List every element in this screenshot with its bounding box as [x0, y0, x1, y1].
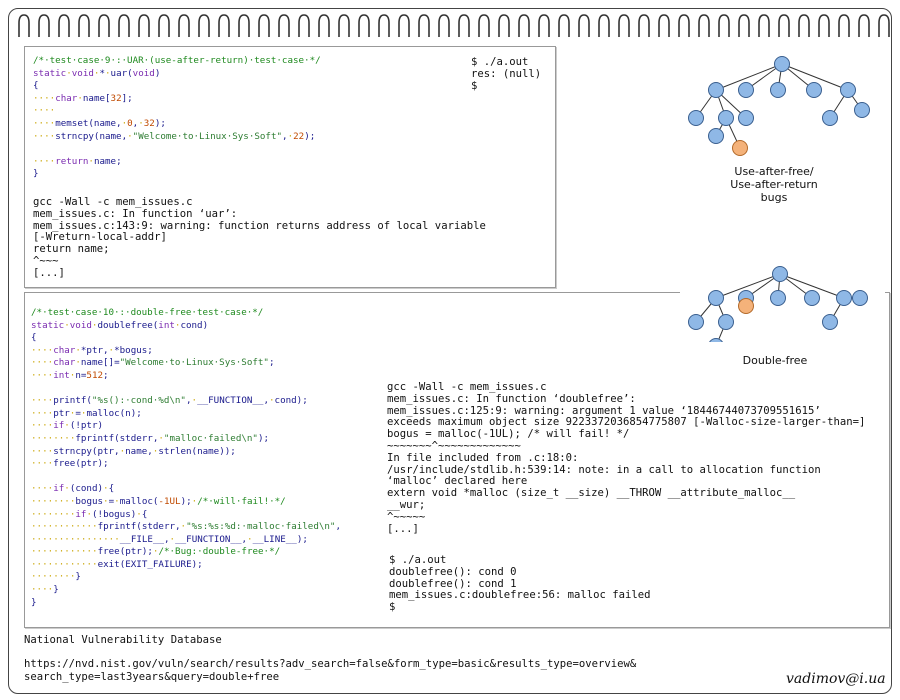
double-free-tree-node [822, 314, 838, 330]
uaf-caption: Use-after-free/ Use-after-return bugs [730, 165, 818, 204]
double-free-code-line: ············exit(EXIT_FAILURE); [31, 558, 203, 570]
double-free-code-line: ············free(ptr);·/*·Bug:·double-fr… [31, 546, 281, 558]
double-free-code-line: ····ptr·=·malloc(n); [31, 407, 142, 419]
double-free-tree-diagram [688, 266, 868, 342]
uar-run-output: $ ./a.out res: (null) $ [471, 56, 542, 92]
double-free-code-line: ········fprintf(stderr,·"malloc·failed\n… [31, 432, 270, 444]
double-free-code-block: /*·test·case·10·:·double-free·test·case·… [31, 307, 341, 609]
double-free-code-line [31, 471, 341, 484]
double-free-tree-node [804, 290, 820, 306]
double-free-tree-edge [779, 273, 845, 299]
nvd-title: National Vulnerability Database [24, 634, 222, 646]
nvd-url[interactable]: https://nvd.nist.gov/vuln/search/results… [24, 658, 637, 683]
double-free-code-line: ····strncpy(ptr,·name,·strlen(name)); [31, 445, 236, 457]
uar-code-line: /*·test·case·9·:·UAR·(use-after-return)·… [33, 55, 321, 66]
spiral-loops [18, 14, 890, 37]
uaf-tree-edge [715, 63, 783, 91]
double-free-tree-node [770, 290, 786, 306]
double-free-tree-node [709, 338, 723, 342]
uar-code-line: { [33, 80, 39, 92]
uaf-tree-node [738, 82, 754, 98]
uar-code-line: ····strncpy(name,·"Welcome·to·Linux·Sys·… [33, 130, 316, 142]
uaf-tree-node [770, 82, 786, 98]
double-free-run-output: $ ./a.out doublefree(): cond 0 doublefre… [389, 554, 651, 614]
double-free-tree-node [708, 290, 724, 306]
double-free-caption: Double-free [742, 354, 808, 367]
spiral-binding [18, 14, 890, 37]
double-free-code-line: } [31, 596, 37, 608]
uaf-highlighted-node [732, 140, 748, 156]
uar-code-line: ····return·name; [33, 155, 122, 167]
uaf-tree-node [718, 110, 734, 126]
double-free-code-line: ····} [31, 584, 59, 596]
double-free-tree-node [772, 266, 788, 282]
double-free-code-line: ····char·name[]="Welcome·to·Linux·Sys·So… [31, 357, 275, 369]
double-free-code-line: /*·test·case·10·:·double-free·test·case·… [31, 307, 264, 318]
double-free-card: /*·test·case·10·:·double-free·test·case·… [24, 292, 890, 628]
double-free-compile-output: gcc -Wall -c mem_issues.c mem_issues.c: … [387, 381, 866, 535]
double-free-code-line: ····printf("%s():·cond·%d\n",·__FUNCTION… [31, 395, 308, 407]
uaf-tree-node [806, 82, 822, 98]
double-free-code-line: ····free(ptr); [31, 458, 109, 470]
author-signature: vadimov@i.ua [786, 671, 886, 687]
double-free-code-line: ····if·(!ptr) [31, 420, 104, 432]
uar-code-line: } [33, 168, 39, 180]
uaf-tree-node [822, 110, 838, 126]
double-free-code-line: ········if·(!bogus)·{ [31, 508, 148, 520]
uaf-tree-edge [781, 63, 849, 91]
uaf-tree-node [854, 102, 870, 118]
double-free-code-line: static·void·doublefree(int·cond) [31, 319, 209, 331]
uar-code-line: ····char·name[32]; [33, 92, 133, 104]
uaf-tree-node [738, 110, 754, 126]
uaf-tree-node [708, 128, 724, 144]
uar-card: /*·test·case·9·:·UAR·(use-after-return)·… [24, 46, 556, 288]
double-free-code-line: ····int·n=512; [31, 369, 109, 381]
uar-code-line: ···· [33, 105, 56, 117]
double-free-tree-node [688, 314, 704, 330]
uaf-tree-node [840, 82, 856, 98]
double-free-highlighted-node [738, 298, 754, 314]
uaf-tree-diagram [688, 56, 870, 156]
uar-code-line [33, 143, 321, 156]
uar-code-line: ····memset(name,·0,·32); [33, 117, 166, 129]
uaf-tree-node [774, 56, 790, 72]
double-free-tree-edge [715, 273, 781, 299]
double-free-tree-node [718, 314, 734, 330]
double-free-tree-node [836, 290, 852, 306]
double-free-code-line: ············fprintf(stderr,·"%s:%s:%d:·m… [31, 521, 341, 533]
uar-code-line: static·void·*·uar(void) [33, 67, 161, 79]
uar-compile-output: gcc -Wall -c mem_issues.c mem_issues.c: … [33, 196, 486, 279]
double-free-code-line: ····char·*ptr,·*bogus; [31, 344, 153, 356]
double-free-code-line: ········} [31, 571, 81, 583]
uaf-tree-node [688, 110, 704, 126]
double-free-code-line: ················__FILE__,·__FUNCTION__,·… [31, 533, 308, 545]
double-free-code-line [31, 383, 341, 396]
double-free-code-line: ····if·(cond)·{ [31, 483, 115, 495]
double-free-code-line: ········bogus·=·malloc(-1UL);·/*·will·fa… [31, 495, 286, 507]
double-free-tree-node [852, 290, 868, 306]
uaf-tree-node [708, 82, 724, 98]
uar-code-block: /*·test·case·9·:·UAR·(use-after-return)·… [33, 55, 321, 181]
double-free-code-line: { [31, 332, 37, 344]
